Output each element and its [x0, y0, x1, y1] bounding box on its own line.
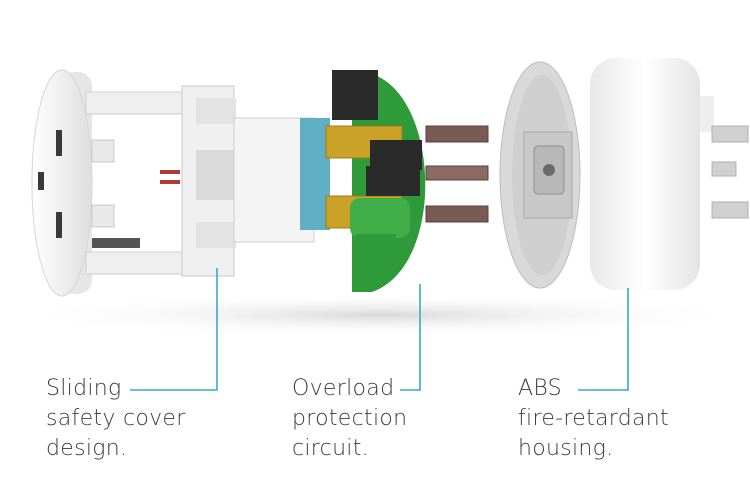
leader-line-3: [578, 288, 629, 391]
plug-pins: [425, 125, 489, 223]
abs-housing: [499, 58, 749, 290]
callout-safety-cover-line-1: Sliding: [46, 376, 122, 401]
callout-abs-housing: ABS fire-retardant housing.: [518, 374, 669, 464]
callout-overload-line-1: Overload: [292, 376, 395, 401]
callout-housing-line-2: fire-retardant: [518, 406, 669, 431]
protection-circuit-board: [300, 70, 426, 292]
front-faceplate: [31, 69, 93, 297]
floor-shadow: [10, 293, 750, 337]
callout-housing-line-3: housing.: [518, 436, 614, 461]
callout-overload-line-2: protection: [292, 406, 408, 431]
callout-safety-cover-line-3: design.: [46, 436, 128, 461]
callout-overload-line-3: circuit.: [292, 436, 369, 461]
callout-overload-circuit: Overload protection circuit.: [292, 374, 407, 464]
callout-housing-line-1: ABS: [518, 376, 562, 401]
callout-safety-cover: Sliding safety cover design.: [46, 374, 186, 464]
socket-hole-top: [56, 130, 62, 156]
leader-line-2: [400, 284, 421, 391]
leader-line-1: [130, 268, 218, 391]
socket-hole-middle: [38, 172, 44, 190]
socket-hole-bottom: [56, 212, 62, 238]
sliding-safety-cover: [85, 85, 315, 277]
callout-safety-cover-line-2: safety cover: [46, 406, 186, 431]
